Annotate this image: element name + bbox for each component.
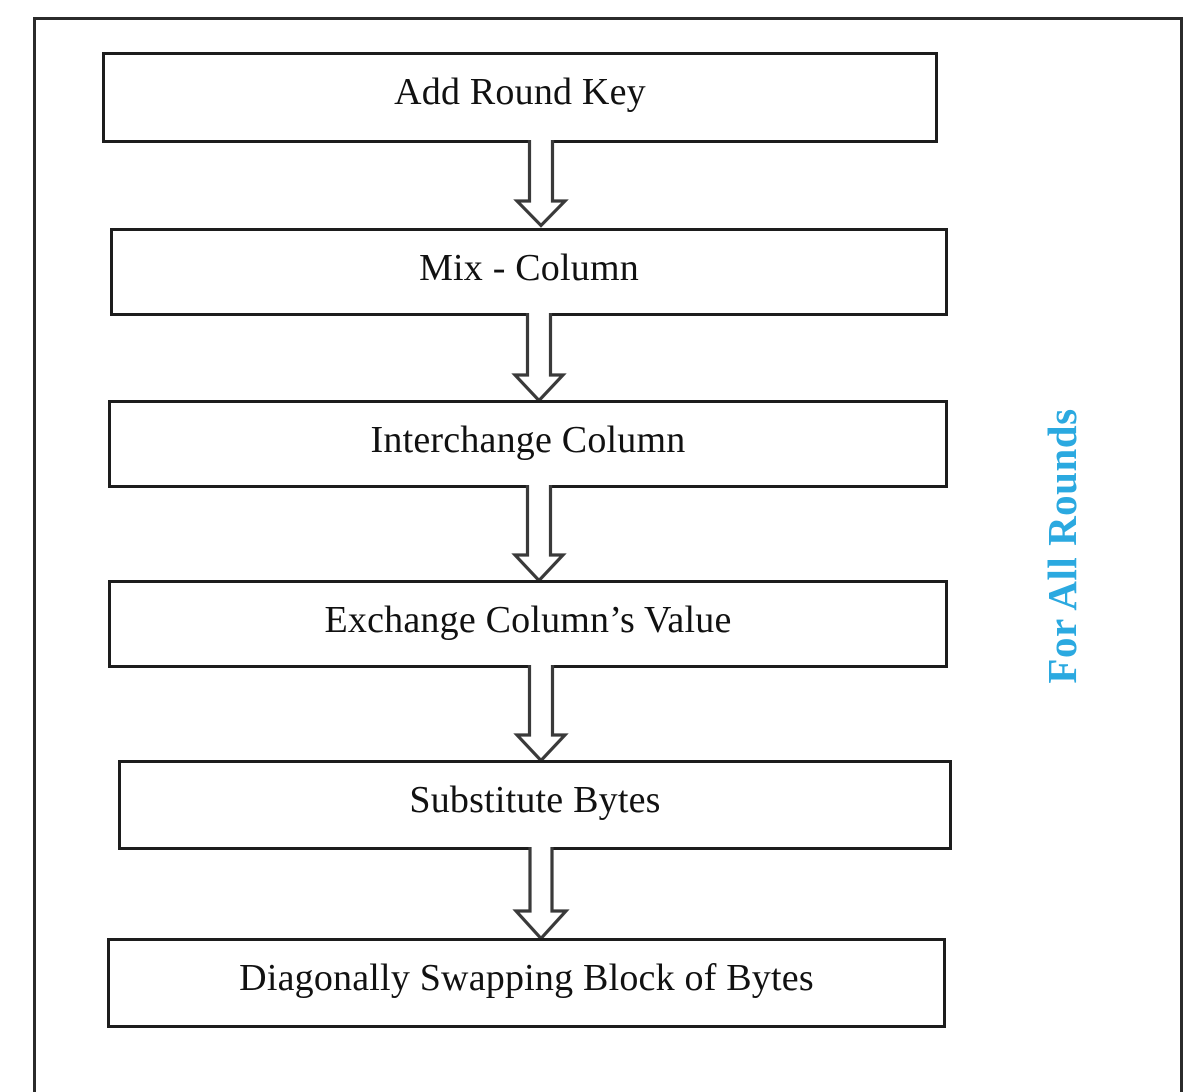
arrow-down-icon-1 bbox=[505, 140, 577, 228]
outer-frame bbox=[33, 17, 1183, 1092]
side-caption-for-all-rounds: For All Rounds bbox=[1039, 408, 1085, 684]
arrow-down-icon-2 bbox=[503, 313, 575, 403]
process-box-interchange-column[interactable]: Interchange Column bbox=[108, 400, 948, 488]
arrow-down-icon-5 bbox=[502, 847, 580, 941]
process-box-diagonally-swapping-block-of-bytes[interactable]: Diagonally Swapping Block of Bytes bbox=[107, 938, 946, 1028]
process-box-label: Interchange Column bbox=[370, 419, 686, 461]
process-box-add-round-key[interactable]: Add Round Key bbox=[102, 52, 938, 143]
process-box-exchange-columns-value[interactable]: Exchange Column’s Value bbox=[108, 580, 948, 668]
process-box-mix-column[interactable]: Mix - Column bbox=[110, 228, 948, 316]
arrow-down-icon-3 bbox=[503, 485, 575, 583]
process-box-label: Add Round Key bbox=[394, 71, 646, 113]
process-box-label: Diagonally Swapping Block of Bytes bbox=[239, 957, 814, 999]
process-box-substitute-bytes[interactable]: Substitute Bytes bbox=[118, 760, 952, 850]
process-box-label: Mix - Column bbox=[419, 247, 639, 289]
process-box-label: Exchange Column’s Value bbox=[324, 599, 732, 641]
process-box-label: Substitute Bytes bbox=[409, 779, 661, 821]
arrow-down-icon-4 bbox=[505, 665, 577, 763]
